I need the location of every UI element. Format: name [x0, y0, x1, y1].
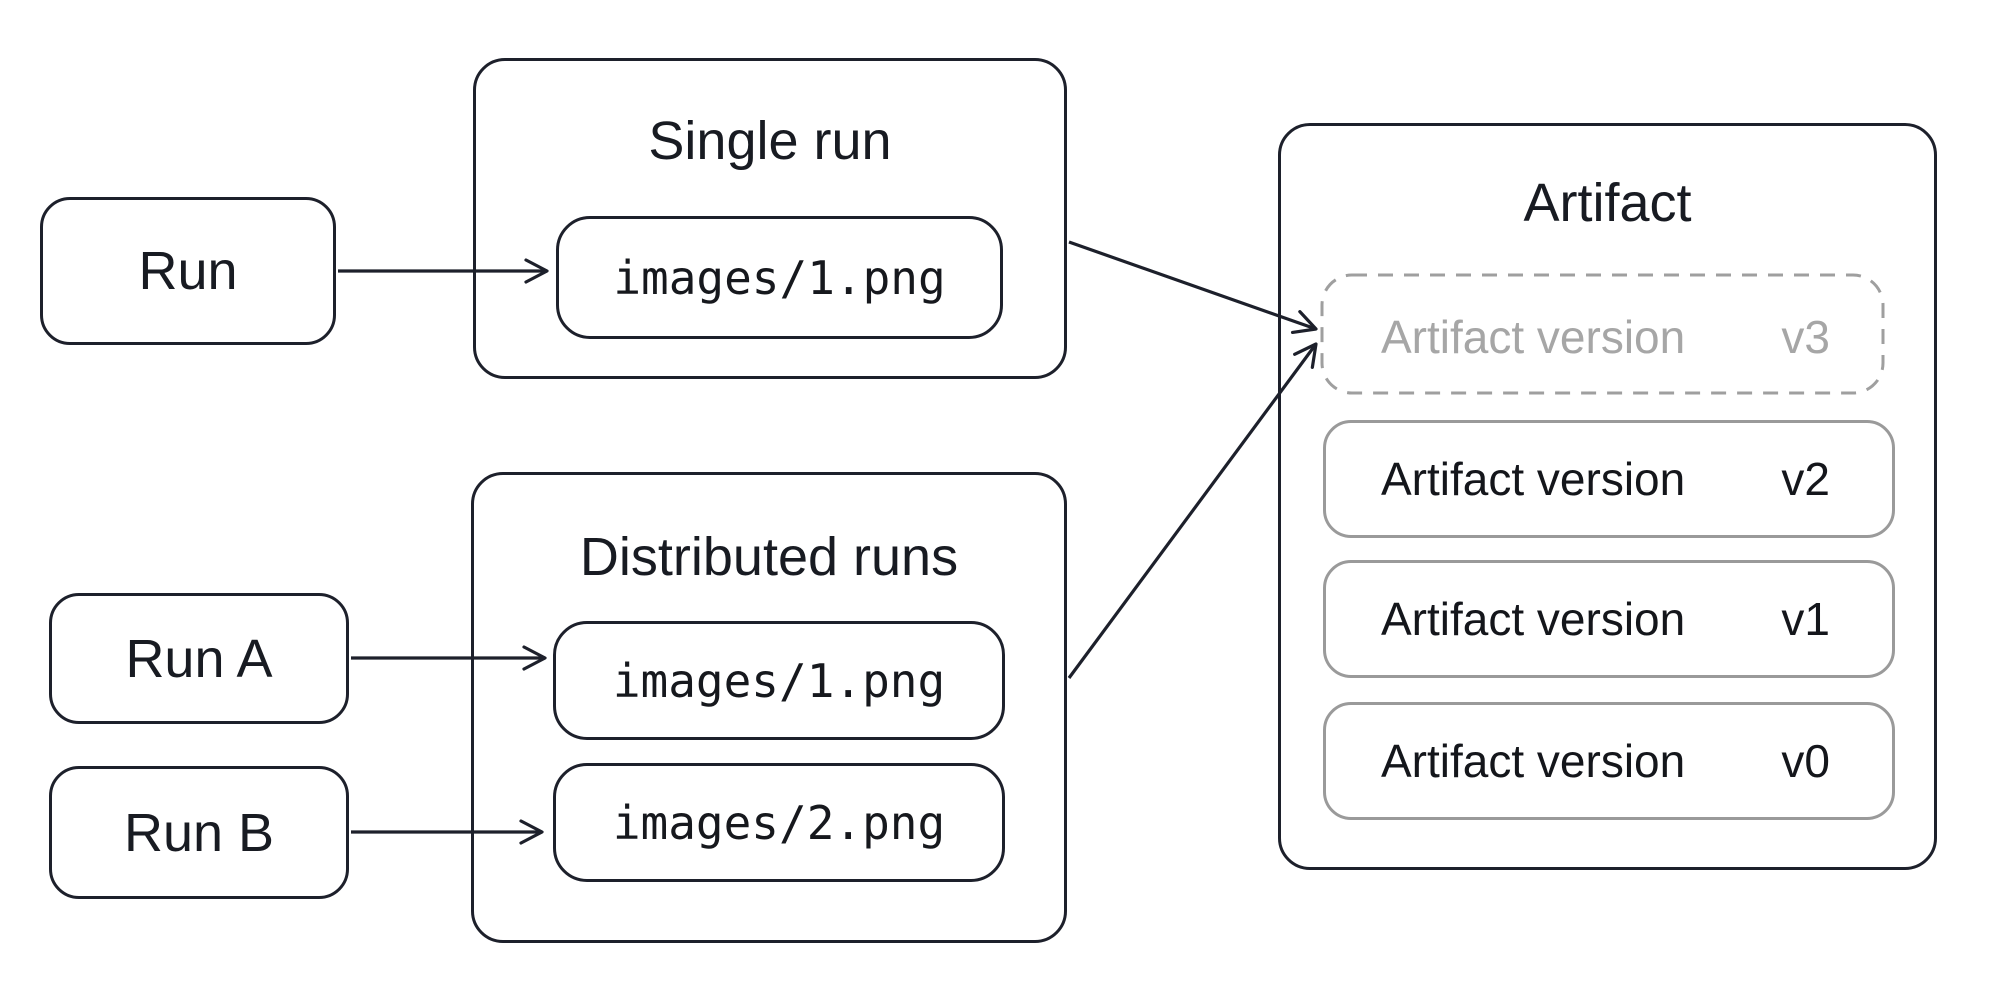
artifact-version-label: Artifact version	[1381, 593, 1686, 645]
artifact-version-value: v1	[1781, 593, 1830, 645]
run-b-node-label: Run B	[123, 802, 275, 863]
distributed-runs-group: Distributed runs images/1.png images/2.p…	[471, 472, 1067, 943]
run-a-node: Run A	[49, 593, 349, 724]
single-run-group: Single run images/1.png	[473, 58, 1067, 379]
run-b-node: Run B	[49, 766, 349, 899]
distributed-file-node-1: images/1.png	[553, 621, 1005, 740]
artifact-group-title: Artifact	[1523, 173, 1692, 233]
artifact-group: Artifact Artifact version v3 Artifact ve…	[1278, 123, 1937, 870]
artifact-version-label: Artifact version	[1381, 453, 1686, 505]
artifact-version-value: v0	[1781, 735, 1830, 787]
artifact-version-value: v3	[1781, 311, 1830, 363]
artifact-version-value: v2	[1781, 453, 1830, 505]
artifact-version-row-v2: Artifact version v2	[1323, 420, 1895, 538]
single-run-group-title: Single run	[648, 111, 892, 171]
artifact-version-row-v3: Artifact version v3	[1323, 278, 1895, 396]
artifact-version-row-v0: Artifact version v0	[1323, 702, 1895, 820]
single-run-file-label: images/1.png	[613, 250, 946, 305]
artifact-version-label: Artifact version	[1381, 311, 1686, 363]
run-a-node-label: Run A	[125, 628, 273, 689]
distributed-file-label-2: images/2.png	[612, 795, 946, 850]
run-node: Run	[40, 197, 336, 345]
distributed-file-label-1: images/1.png	[612, 653, 946, 708]
distributed-runs-group-title: Distributed runs	[579, 527, 959, 587]
single-run-file-node: images/1.png	[556, 216, 1003, 339]
artifact-version-label: Artifact version	[1381, 735, 1686, 787]
distributed-file-node-2: images/2.png	[553, 763, 1005, 882]
artifact-version-row-v1: Artifact version v1	[1323, 560, 1895, 678]
run-node-label: Run	[138, 241, 238, 301]
